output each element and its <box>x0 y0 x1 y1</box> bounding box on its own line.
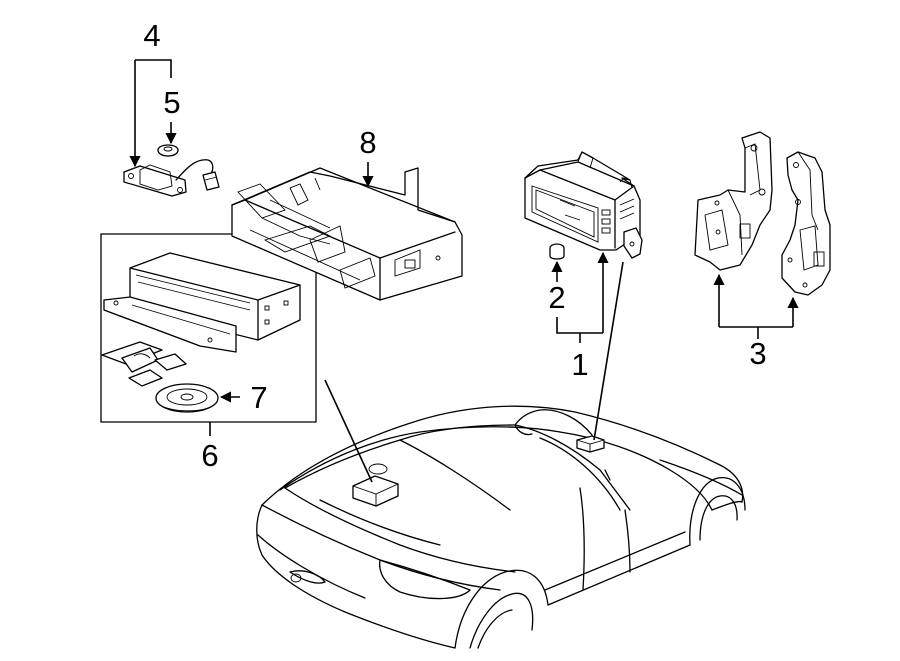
leader-6-to-vehicle <box>324 379 373 483</box>
part-3-right-bracket <box>781 151 831 296</box>
callout-7: 7 <box>250 380 267 415</box>
callout-5: 5 <box>163 85 180 120</box>
part-4-antenna-assembly <box>123 159 220 197</box>
callout-8: 8 <box>359 125 376 160</box>
callout-2: 2 <box>548 280 565 315</box>
part-2-knob <box>549 243 565 260</box>
part-1-display-unit <box>524 151 643 259</box>
part-5-clip <box>157 144 179 157</box>
callout-6: 6 <box>201 438 218 473</box>
part-6-kit-box <box>100 233 317 423</box>
vehicle-outline <box>256 405 746 649</box>
leader-4-bracket <box>135 59 172 78</box>
callout-3: 3 <box>749 336 766 371</box>
callout-1: 1 <box>571 347 588 382</box>
part-8-bracket <box>231 167 463 301</box>
part-3-left-bracket <box>694 131 773 271</box>
callout-4: 4 <box>143 18 160 53</box>
leader-1-bracket <box>556 317 603 334</box>
leader-1-to-vehicle <box>593 261 624 441</box>
